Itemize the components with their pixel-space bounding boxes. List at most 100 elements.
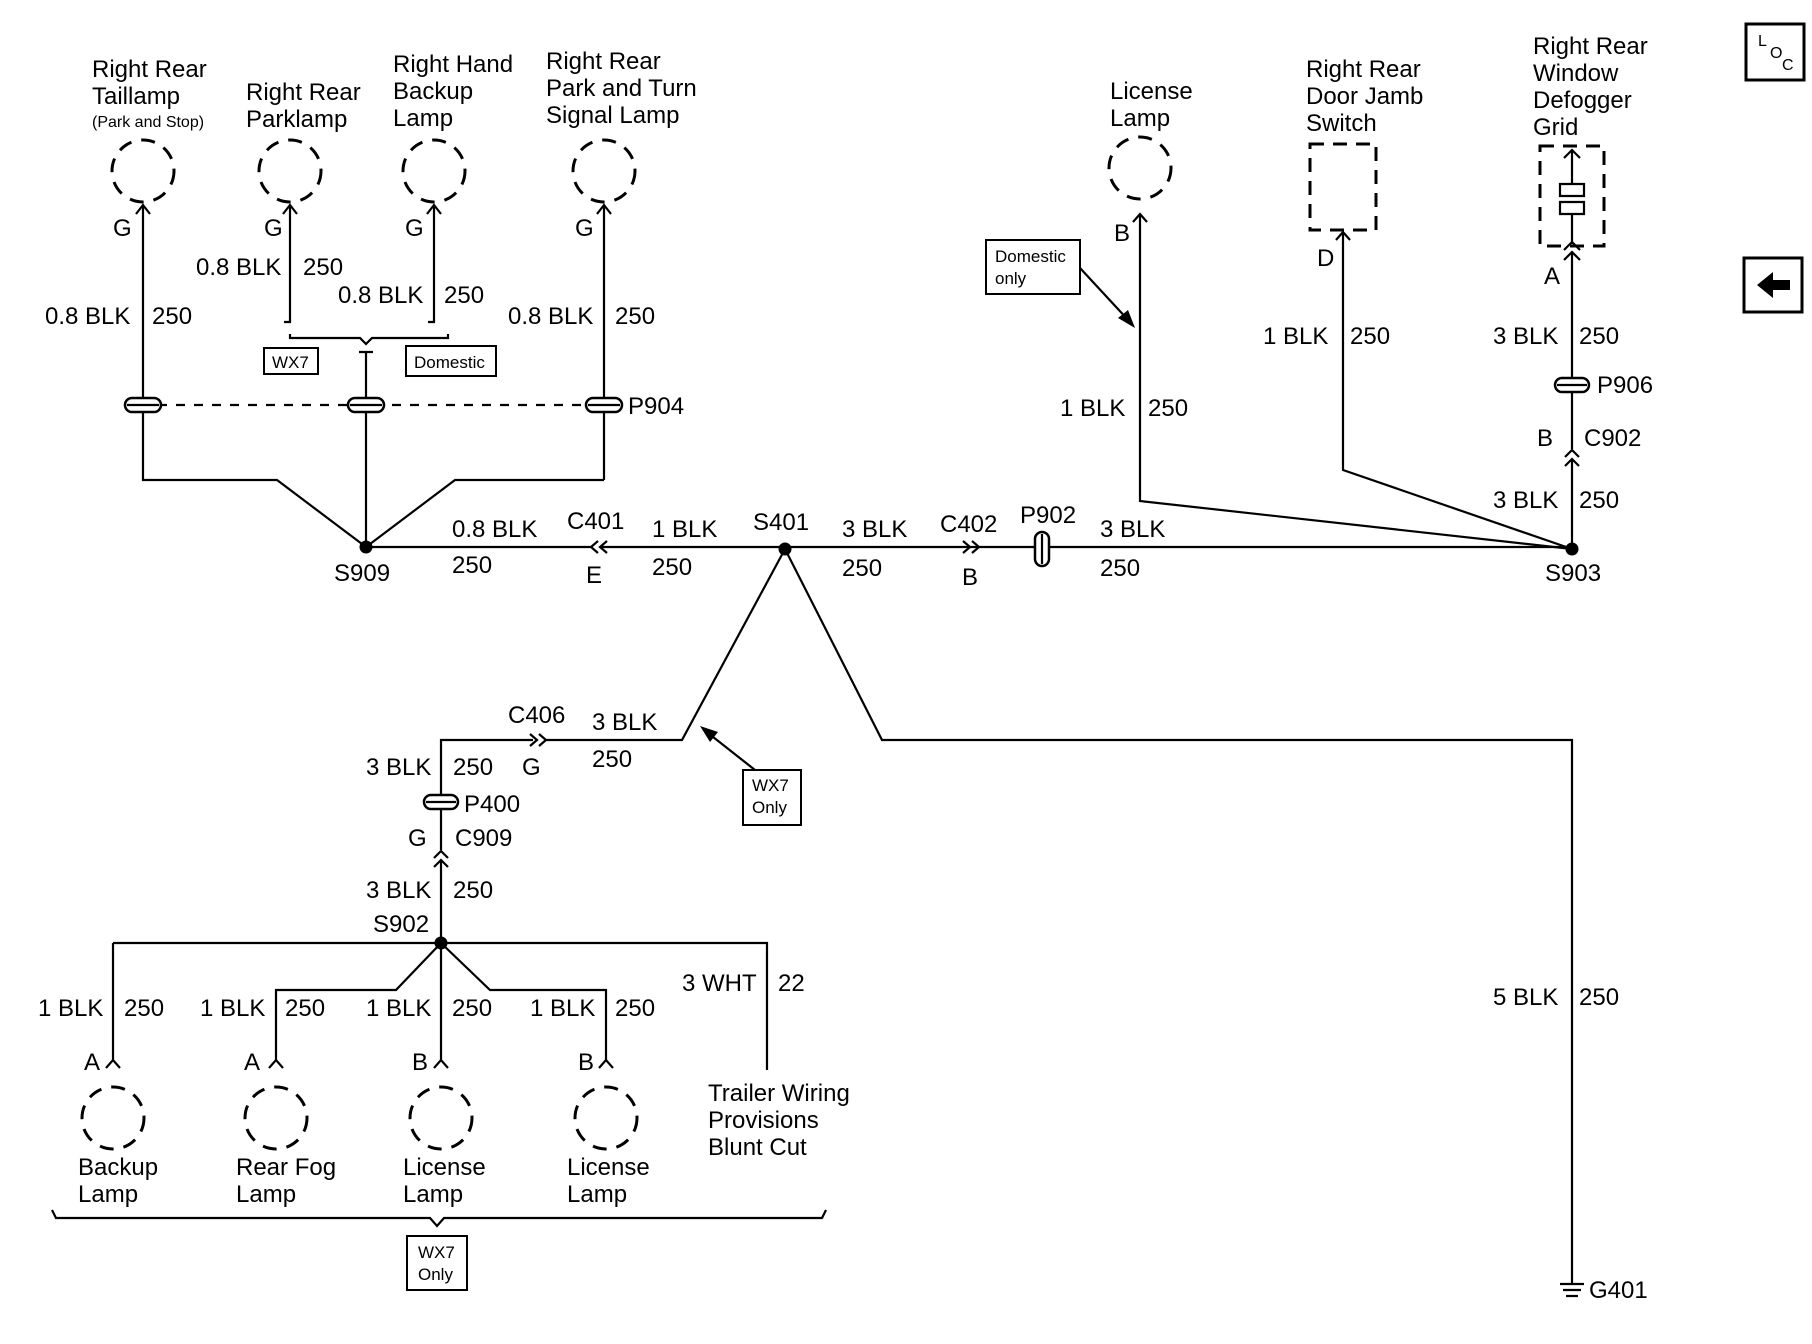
wire-gauge: 3 BLK <box>366 877 431 904</box>
wire-circuit: 250 <box>1579 984 1619 1011</box>
rr-taillamp: Right Rear Taillamp (Park and Stop) G 0.… <box>45 56 207 405</box>
lamp-symbol <box>573 1085 639 1151</box>
domestic-option-box <box>405 345 497 377</box>
option-label: WX7 <box>272 353 309 372</box>
component-name: Backup <box>393 78 473 105</box>
wire-gauge: 1 BLK <box>366 995 431 1022</box>
component-name: Switch <box>1306 110 1377 137</box>
component-name: Defogger <box>1533 87 1632 114</box>
rear-fog-lamp: 1 BLK 250 A Rear Fog Lamp <box>200 995 336 1208</box>
connector-c402 <box>962 540 981 554</box>
component-name: Grid <box>1533 114 1578 141</box>
component-name: Lamp <box>403 1181 463 1208</box>
component-name: Right Rear <box>1533 33 1648 60</box>
back-arrow-button[interactable] <box>1742 256 1804 314</box>
component-name: Backup <box>78 1154 158 1181</box>
connector-c406 <box>529 733 548 747</box>
svg-text:O: O <box>1770 45 1782 62</box>
connector-label: C902 <box>1584 425 1641 452</box>
splice-label: S902 <box>373 911 429 938</box>
connector-pin: E <box>586 562 602 589</box>
component-name: Rear Fog <box>236 1154 336 1181</box>
component-name: Signal Lamp <box>546 102 679 129</box>
component-name: Provisions <box>708 1107 819 1134</box>
component-name: License <box>403 1154 486 1181</box>
lamp-symbol <box>110 138 176 204</box>
license-lamp-upper: License Lamp B 1 BLK 250 <box>1060 78 1573 551</box>
ground-g401: G401 <box>1560 1277 1648 1304</box>
component-name: License <box>567 1154 650 1181</box>
wire-circuit: 250 <box>452 552 492 579</box>
wire-gauge: 1 BLK <box>200 995 265 1022</box>
wire-circuit: 250 <box>842 555 882 582</box>
svg-text:C: C <box>1782 57 1794 74</box>
wire-circuit: 250 <box>303 254 343 281</box>
wire-circuit: 250 <box>1100 555 1140 582</box>
wire-circuit: 250 <box>652 554 692 581</box>
splice-label: S401 <box>753 509 809 536</box>
pass-through-label: P904 <box>628 393 684 420</box>
component-name: Lamp <box>393 105 453 132</box>
connector-pin: G <box>522 754 541 781</box>
wire-circuit: 250 <box>615 995 655 1022</box>
component-name: Right Rear <box>546 48 661 75</box>
wire-gauge: 3 BLK <box>1493 323 1558 350</box>
pin-label: B <box>1114 220 1130 247</box>
wire-gauge: 1 BLK <box>1060 395 1125 422</box>
option-label: Only <box>752 798 787 817</box>
splice-label: S909 <box>334 560 390 587</box>
wire-gauge: 3 BLK <box>1100 516 1165 543</box>
license-lamp-1: 1 BLK 250 B License Lamp <box>366 995 492 1208</box>
pin-label: G <box>264 215 283 242</box>
left-arrow-icon <box>1757 272 1790 298</box>
wire-gauge: 0.8 BLK <box>196 254 281 281</box>
option-label: WX7 <box>752 776 789 795</box>
rr-door-jamb-switch: Right Rear Door Jamb Switch D 1 BLK 250 <box>1263 56 1573 551</box>
wx7-only-box <box>742 769 802 826</box>
wire-circuit: 250 <box>592 746 632 773</box>
wire-gauge: 0.8 BLK <box>452 516 537 543</box>
option-brace: WX7 Domestic <box>263 334 497 405</box>
lamp-symbol <box>1107 135 1173 201</box>
connector-label: C401 <box>567 508 624 535</box>
wire-circuit: 250 <box>285 995 325 1022</box>
rh-backup-lamp: Right Hand Backup Lamp G 0.8 BLK 250 <box>338 51 513 324</box>
component-name: Door Jamb <box>1306 83 1423 110</box>
rr-window-defogger-grid: Right Rear Window Defogger Grid A 3 BLK … <box>1493 33 1648 378</box>
component-name: Park and Turn <box>546 75 697 102</box>
wire-gauge: 3 BLK <box>366 754 431 781</box>
connector-label: C406 <box>508 702 565 729</box>
component-name: Lamp <box>78 1181 138 1208</box>
ground-label: G401 <box>1589 1277 1648 1304</box>
component-name: Lamp <box>236 1181 296 1208</box>
p904-pass-through: P904 <box>123 393 684 420</box>
splice-label: S903 <box>1545 560 1601 587</box>
pin-label: G <box>113 215 132 242</box>
connector-pin: B <box>1537 425 1553 452</box>
connector-label: C909 <box>455 825 512 852</box>
connector-c902 <box>1564 392 1580 549</box>
connector-c909 <box>433 809 449 943</box>
component-name: Right Hand <box>393 51 513 78</box>
lamp-symbol <box>257 138 323 204</box>
connector-label: C402 <box>940 511 997 538</box>
option-label: Domestic <box>414 353 485 372</box>
rr-park-turn-lamp: Right Rear Park and Turn Signal Lamp G 0… <box>508 48 697 480</box>
lamp-symbol <box>243 1085 309 1151</box>
component-name: Right Rear <box>1306 56 1421 83</box>
connector-c401 <box>589 540 608 554</box>
option-label: Domestic <box>995 247 1066 266</box>
wire-gauge: 3 BLK <box>1493 487 1558 514</box>
wire-gauge: 3 WHT <box>682 970 757 997</box>
wire-circuit: 22 <box>778 970 805 997</box>
wire-circuit: 250 <box>152 303 192 330</box>
wire-circuit: 250 <box>452 995 492 1022</box>
wx7-only-box <box>406 1235 468 1291</box>
lamp-symbol <box>401 138 467 204</box>
wx7-option-box <box>263 347 319 375</box>
component-name: Lamp <box>1110 105 1170 132</box>
loc-button[interactable]: L O C <box>1744 22 1806 82</box>
wire-gauge: 1 BLK <box>38 995 103 1022</box>
component-name: Taillamp <box>92 83 180 110</box>
